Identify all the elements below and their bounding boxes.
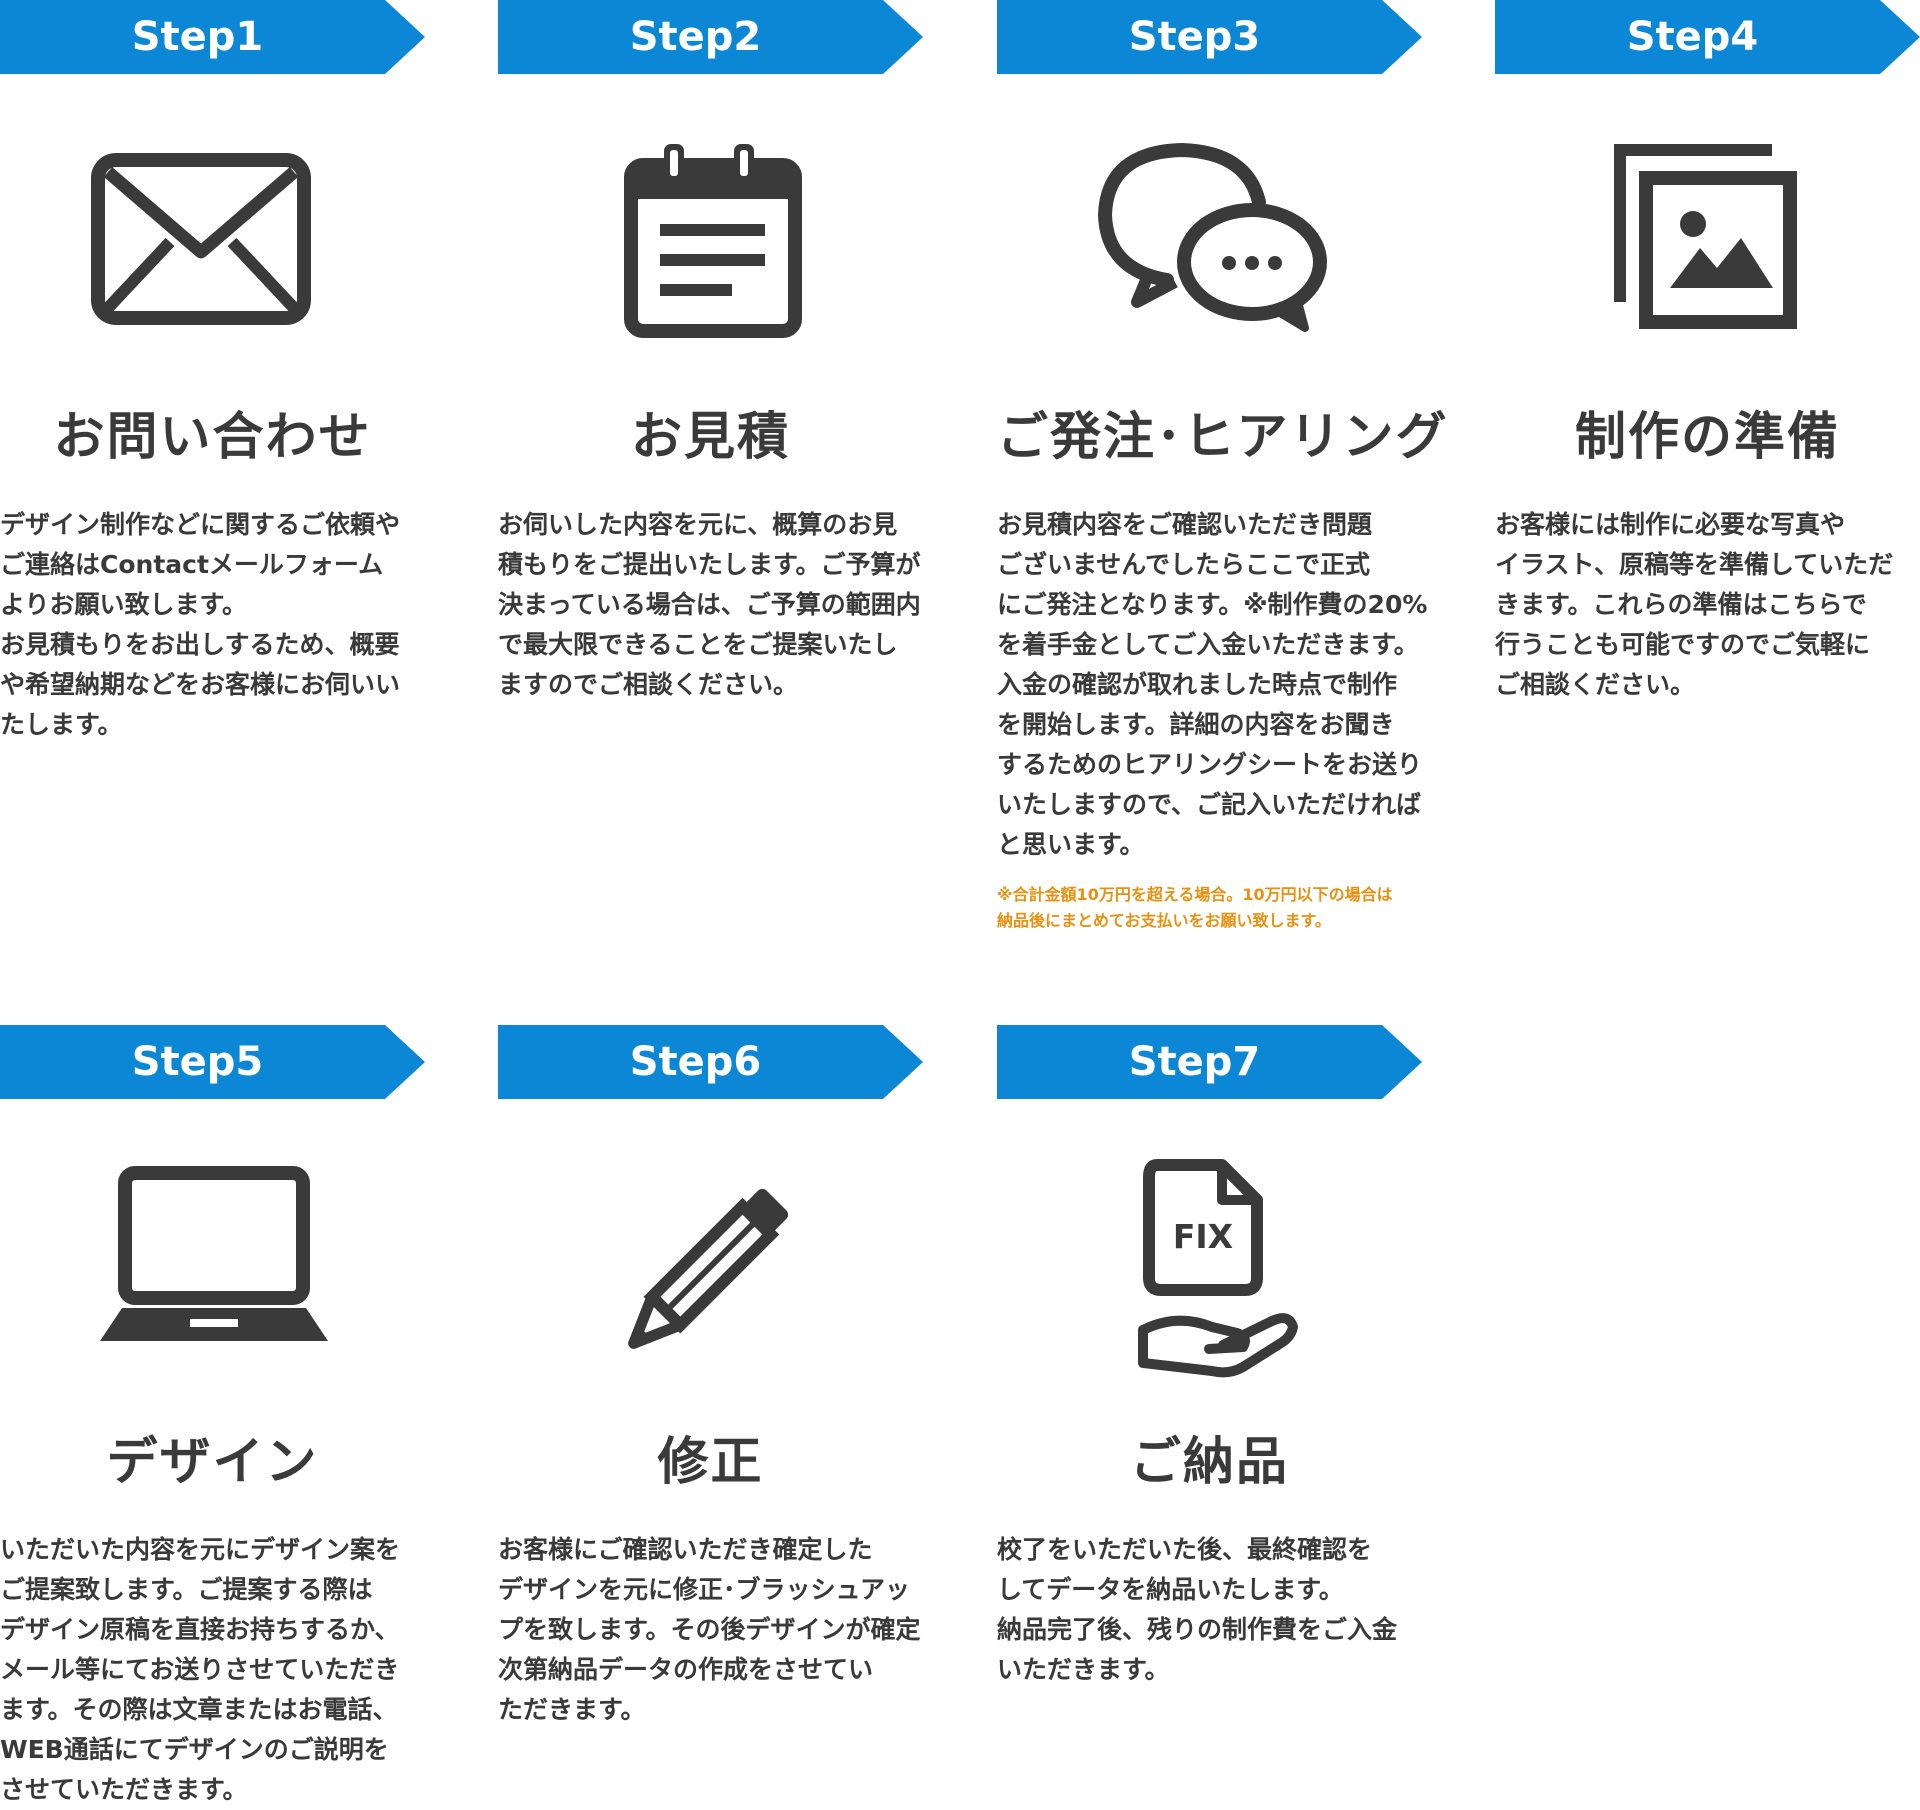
- step-title: ご納品: [1129, 1433, 1289, 1492]
- step-description: お見積内容をご確認いただき問題 ございませんでしたらここで正式 にご発注となりま…: [997, 510, 1428, 859]
- step-label: Step2: [629, 14, 762, 60]
- chat-bubbles-icon: [997, 120, 1422, 370]
- calendar-icon: [498, 120, 923, 370]
- step-description: お客様には制作に必要な写真や イラスト、原稿等を準備していただ きます。これらの…: [1495, 510, 1894, 699]
- pencil-icon: [498, 1145, 923, 1395]
- step-banner: Step6: [498, 1025, 923, 1099]
- step-description: お客様にご確認いただき確定した デザインを元に修正･ブラッシュアッ プを致します…: [498, 1535, 921, 1724]
- step-description: お伺いした内容を元に、概算のお見 積もりをご提出いたします。ご予算が 決まってい…: [498, 510, 921, 699]
- step-banner: Step1: [0, 0, 425, 74]
- step-7: Step7 FIX ご納品 校了をいただいた後、最終確認を してデータを納品いた…: [997, 1025, 1427, 1684]
- step-title: 制作の準備: [1574, 408, 1840, 467]
- step-3: Step3 ご発注･ヒアリング お見積内容をご確認いただき問題 ございませんでし…: [997, 0, 1447, 930]
- step-2: Step2 お見積 お伺いした内容を元に、概算のお見 積もりをご提出いたします。…: [498, 0, 928, 699]
- fix-label: FIX: [1173, 1217, 1233, 1256]
- step-4: Step4 制作の準備 お客様には制作に必要な写真や イラスト、原稿等を準備して…: [1495, 0, 1920, 699]
- step-banner: Step4: [1495, 0, 1920, 74]
- step-label: Step3: [1128, 14, 1261, 60]
- image-stack-icon: [1495, 120, 1920, 370]
- step-title: お問い合わせ: [53, 408, 372, 467]
- step-label: Step6: [629, 1039, 762, 1085]
- step-label: Step1: [131, 14, 264, 60]
- fix-document-hand-icon: FIX: [997, 1145, 1422, 1395]
- step-5: Step5 デザイン いただいた内容を元にデザイン案を ご提案致します。ご提案す…: [0, 1025, 430, 1804]
- step-title: お見積: [630, 408, 790, 467]
- step-label: Step5: [131, 1039, 264, 1085]
- step-label: Step7: [1128, 1039, 1261, 1085]
- step-banner: Step3: [997, 0, 1422, 74]
- laptop-icon: [0, 1145, 425, 1395]
- envelope-icon: [0, 120, 425, 370]
- step-1: Step1 お問い合わせ デザイン制作などに関するご依頼や ご連絡はContac…: [0, 0, 430, 739]
- step-banner: Step5: [0, 1025, 425, 1099]
- step-6: Step6 修正 お客様にご確認いただき確定した デザインを元に修正･ブラッシュ…: [498, 1025, 928, 1724]
- step-label: Step4: [1626, 14, 1759, 60]
- step-description: デザイン制作などに関するご依頼や ご連絡はContactメールフォーム よりお願…: [0, 510, 401, 739]
- step-title: デザイン: [106, 1433, 319, 1492]
- step-title: ご発注･ヒアリング: [997, 408, 1449, 467]
- step-banner: Step2: [498, 0, 923, 74]
- step-footnote: ※合計金額10万円を超える場合。10万円以下の場合は 納品後にまとめてお支払いを…: [997, 885, 1393, 930]
- step-description: 校了をいただいた後、最終確認を してデータを納品いたします。 納品完了後、残りの…: [997, 1535, 1398, 1684]
- step-description: いただいた内容を元にデザイン案を ご提案致します。ご提案する際は デザイン原稿を…: [0, 1535, 401, 1804]
- step-title: 修正: [657, 1433, 764, 1492]
- step-banner: Step7: [997, 1025, 1422, 1099]
